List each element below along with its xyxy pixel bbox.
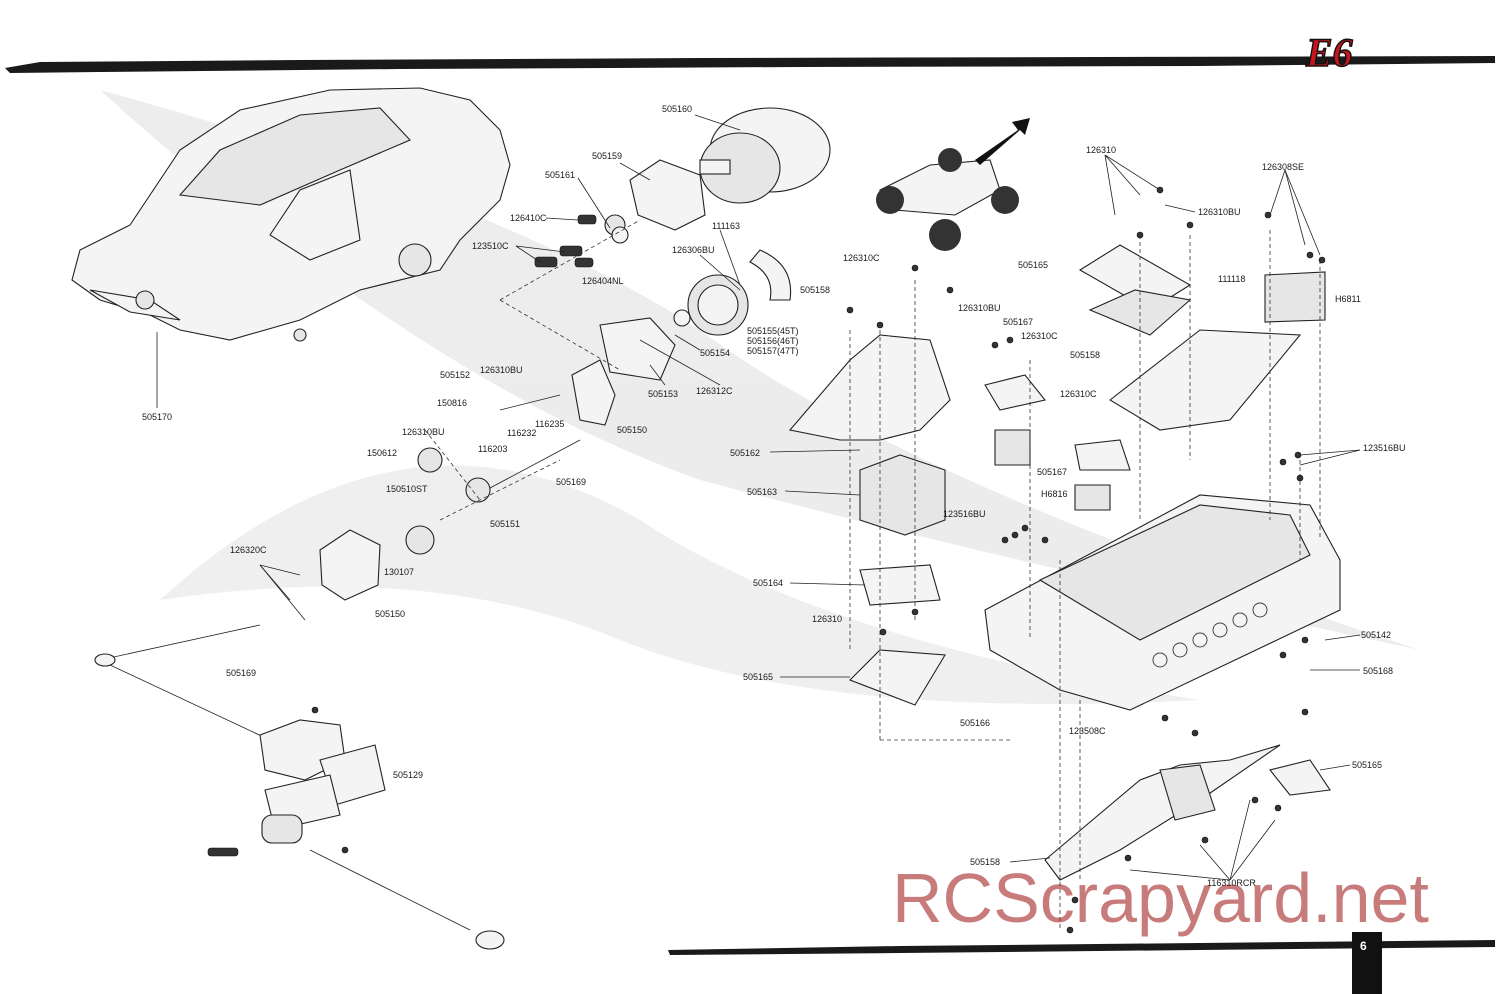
label-505158-top: 505158	[800, 285, 830, 295]
top-brush-stroke	[5, 56, 1495, 73]
label-126320C: 126320C	[230, 545, 267, 555]
label-505152: 505152	[440, 370, 470, 380]
label-505169-a: 505169	[556, 477, 586, 487]
label-123510C: 123510C	[472, 241, 509, 251]
screw-set	[311, 186, 1326, 934]
label-130107: 130107	[384, 567, 414, 577]
label-116310RCR: 116310RCR	[1207, 878, 1256, 888]
label-126310BU-c: 126310BU	[958, 303, 1001, 313]
label-505160: 505160	[662, 104, 692, 114]
label-505159: 505159	[592, 151, 622, 161]
label-505157: 505157(47T)	[747, 346, 799, 356]
label-505169-b: 505169	[226, 668, 256, 678]
main-chassis-tub	[984, 494, 1341, 711]
label-505129: 505129	[393, 770, 423, 780]
label-150510ST: 150510ST	[386, 484, 428, 494]
label-H6811: H6811	[1335, 294, 1361, 304]
label-116232: 116232	[507, 428, 536, 438]
label-505167-b: 505167	[1037, 467, 1067, 477]
label-505156: 505156(46T)	[747, 336, 799, 346]
label-505162: 505162	[730, 448, 760, 458]
leader-lines-left	[259, 114, 741, 621]
page-number: 6	[1360, 939, 1367, 953]
dashed-assembly-lines-left	[424, 219, 641, 521]
label-111163: 111163	[712, 221, 740, 231]
label-505168: 505168	[1363, 666, 1393, 676]
label-126310BU-d: 126310BU	[1198, 207, 1241, 217]
label-505164: 505164	[753, 578, 783, 588]
label-116203: 116203	[478, 444, 507, 454]
part-number-labels: 505160 505159 505161 126410C 123510C 126…	[142, 104, 1406, 888]
label-505151: 505151	[490, 519, 520, 529]
bottom-brush-stroke	[668, 932, 1495, 994]
dashed-assembly-lines-right	[1029, 230, 1321, 930]
leader-lines-right	[769, 154, 1361, 881]
label-150816: 150816	[437, 398, 467, 408]
watermark-text: RCScrapyard.net	[892, 859, 1429, 937]
label-505150-b: 505150	[375, 609, 405, 619]
label-505163: 505163	[747, 487, 777, 497]
label-505165-c: 505165	[1352, 760, 1382, 770]
label-123516BU-a: 123516BU	[943, 509, 986, 519]
steering-rod-assembly	[94, 624, 505, 950]
rc-car-thumbnail: Front	[876, 118, 1030, 251]
label-505154: 505154	[700, 348, 730, 358]
label-505142: 505142	[1361, 630, 1391, 640]
label-505155: 505155(45T)	[747, 326, 799, 336]
label-126310C-b: 126310C	[1021, 331, 1058, 341]
brand-logo-text: E6	[1305, 30, 1353, 75]
car-body-shell	[71, 87, 511, 408]
label-126310BU-a: 126310BU	[480, 365, 523, 375]
lower-arm-assembly	[1044, 744, 1331, 881]
label-123516BU-b: 123516BU	[1363, 443, 1406, 453]
label-H6816: H6816	[1041, 489, 1068, 499]
label-126404NL: 126404NL	[582, 276, 624, 286]
label-505158-bot: 505158	[970, 857, 1000, 867]
label-505165-b: 505165	[1018, 260, 1048, 270]
label-505150-a: 505150	[617, 425, 647, 435]
label-126306BU: 126306BU	[672, 245, 715, 255]
label-505161: 505161	[545, 170, 575, 180]
label-126310C-a: 126310C	[843, 253, 880, 263]
label-126310BU-b: 126310BU	[402, 427, 445, 437]
electronics-assembly	[788, 334, 951, 706]
label-126310-b: 126310	[1086, 145, 1116, 155]
label-126310-a: 126310	[812, 614, 842, 624]
label-505170: 505170	[142, 412, 172, 422]
label-505167-a: 505167	[1003, 317, 1033, 327]
label-126310C-c: 126310C	[1060, 389, 1097, 399]
top-plates	[984, 244, 1326, 511]
label-505166: 505166	[960, 718, 990, 728]
label-111118: 111118	[1218, 274, 1245, 284]
label-505165-a: 505165	[743, 672, 773, 682]
label-126410C: 126410C	[510, 213, 547, 223]
label-505158-mid: 505158	[1070, 350, 1100, 360]
label-505153: 505153	[648, 389, 678, 399]
label-123508C: 123508C	[1069, 726, 1106, 736]
label-150612: 150612	[367, 448, 397, 458]
brand-logo: E6	[1304, 29, 1353, 75]
label-116235: 116235	[535, 419, 564, 429]
label-126308SE: 126308SE	[1262, 162, 1304, 172]
label-126312C: 126312C	[696, 386, 733, 396]
motor-assembly	[319, 107, 831, 601]
dashed-assembly-lines-mid	[849, 280, 1010, 741]
